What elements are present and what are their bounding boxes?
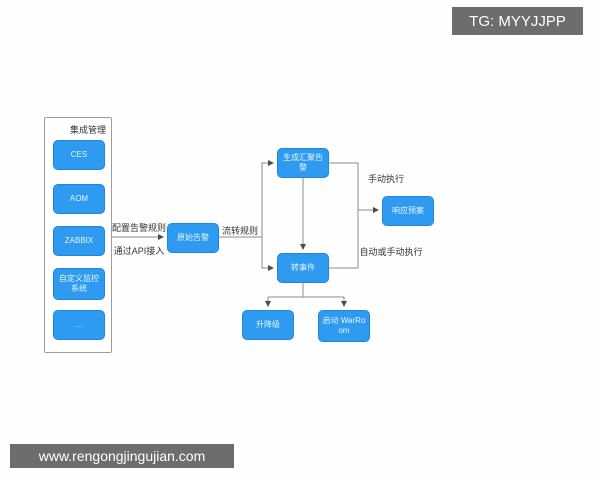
node-to-incident-label: 转事件 (291, 262, 315, 272)
node-response-plan: 响应预案 (382, 196, 434, 226)
node-origin-alert-label: 原始告警 (177, 232, 209, 242)
node-custom-monitor-label: 自定义监控系统 (59, 273, 99, 293)
node-start-warroom: 启动 WarRoom (318, 310, 370, 342)
node-zabbix-label: ZABBIX (64, 235, 94, 245)
node-ces-label: CES (70, 149, 88, 159)
node-aom-label: AOM (69, 193, 89, 203)
label-manual-execute: 手动执行 (367, 174, 405, 184)
node-to-incident: 转事件 (277, 253, 329, 283)
node-response-plan-label: 响应预案 (392, 205, 424, 215)
node-zabbix: ZABBIX (53, 226, 105, 256)
label-configure-alert-rule: 配置告警规则 (111, 223, 167, 233)
node-start-warroom-label: 启动 WarRoom (322, 315, 366, 335)
node-aggregated-alert-label: 生成汇聚告警 (283, 152, 323, 172)
tg-badge: TG: MYYJJPP (452, 7, 583, 35)
integration-panel: 集成管理 CES AOM ZABBIX 自定义监控系统 … (44, 117, 112, 353)
edge-incident-split (268, 283, 344, 298)
edge-aggregated-to-response (329, 162, 379, 213)
node-aom: AOM (53, 184, 105, 214)
node-custom-monitor: 自定义监控系统 (53, 268, 105, 300)
edge-incident-to-response (329, 210, 359, 269)
node-upgrade-downgrade: 升降级 (242, 310, 294, 340)
node-origin-alert: 原始告警 (167, 223, 219, 253)
edge-origin-to-incident (261, 237, 274, 271)
label-flow-rule: 流转规则 (221, 226, 259, 236)
node-more-label: … (75, 319, 83, 329)
node-ces: CES (53, 140, 105, 170)
label-via-api: 通过API接入 (113, 246, 165, 256)
label-auto-or-manual-execute: 自动或手动执行 (359, 247, 423, 257)
site-watermark: www.rengongjingujian.com (10, 444, 234, 468)
node-more: … (53, 310, 105, 340)
node-upgrade-downgrade-label: 升降级 (256, 319, 280, 329)
node-aggregated-alert: 生成汇聚告警 (277, 148, 329, 178)
integration-panel-title: 集成管理 (69, 125, 106, 135)
